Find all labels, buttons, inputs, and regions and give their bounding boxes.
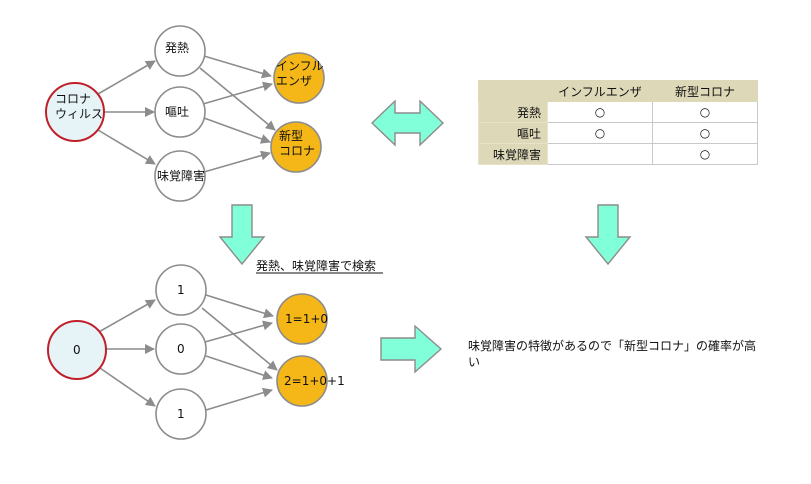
edge-fever-to-influenza — [203, 55, 272, 79]
disease-node-influenza — [273, 52, 325, 104]
matrix-cell — [547, 143, 653, 165]
table-row: 嘔吐 ○ ○ — [478, 122, 758, 144]
symptom-label-fever: 発熱 — [165, 41, 189, 55]
edge-fever-to-covid — [199, 67, 276, 131]
bottom-disease-label-2: 2=1+0+1 — [284, 374, 345, 388]
bottom-disease-label-1: 1=1+0 — [285, 312, 328, 326]
matrix-cell: ○ — [547, 101, 653, 123]
bedge-source-to-s3 — [96, 365, 156, 407]
table-row: 味覚障害 ○ — [478, 143, 758, 165]
bottom-symptom-node-1: 1 — [155, 264, 207, 316]
disease-node-covid — [270, 121, 322, 173]
matrix-row-label: 味覚障害 — [478, 143, 548, 165]
edge-taste-to-covid — [203, 150, 271, 173]
matrix-cell: ○ — [652, 122, 758, 144]
matrix-col-covid: 新型コロナ — [652, 80, 758, 102]
bottom-source-label: 0 — [73, 343, 81, 357]
bedge-s3-to-d2 — [205, 387, 273, 411]
bottom-symptom-node-2: 0 — [155, 323, 207, 375]
matrix-header-row: インフルエンザ 新型コロナ — [478, 80, 758, 102]
symptom-node-taste: 味覚障害 — [154, 150, 206, 202]
matrix-cell: ○ — [652, 101, 758, 123]
bottom-source-node: 0 — [47, 320, 107, 380]
bottom-symptom-label-1: 1 — [177, 283, 185, 297]
bottom-symptom-label-3: 1 — [177, 407, 185, 421]
bedge-s2-to-d2 — [205, 355, 273, 380]
matrix-row-label: 嘔吐 — [478, 122, 548, 144]
bedge-s2-to-d1 — [204, 320, 273, 343]
bottom-symptom-node-3: 1 — [155, 388, 207, 440]
top-source-node — [45, 82, 105, 142]
conclusion-text: 味覚障害の特徴があるので「新型コロナ」の確率が高い — [468, 339, 757, 369]
bedge-s1-to-d2 — [201, 307, 278, 371]
edge-vomit-to-influenza — [202, 81, 273, 105]
symptom-node-fever: 発熱 — [154, 25, 206, 77]
matrix-row-label: 発熱 — [478, 101, 548, 123]
bedge-s1-to-d1 — [205, 294, 274, 319]
disease-label-covid: 新型コロナ — [279, 128, 315, 158]
bottom-symptom-label-2: 0 — [177, 342, 185, 356]
bottom-disease-node-2: 2=1+0+1 — [276, 355, 345, 407]
double-arrow-icon — [370, 99, 445, 147]
symptom-disease-matrix: インフルエンザ 新型コロナ 発熱 ○ ○ 嘔吐 ○ ○ 味覚障害 ○ — [478, 80, 758, 165]
table-row: 発熱 ○ ○ — [478, 101, 758, 123]
bottom-graph-edges — [96, 294, 278, 411]
disease-label-influenza: インフルエンザ — [276, 59, 324, 88]
matrix-cell: ○ — [652, 143, 758, 165]
edge-vomit-to-covid — [203, 117, 271, 144]
right-arrow-icon — [380, 324, 443, 374]
symptom-label-taste: 味覚障害 — [157, 168, 205, 183]
edge-source-to-fever — [97, 60, 156, 95]
symptom-node-vomit: 嘔吐 — [154, 86, 206, 138]
bedge-source-to-s1 — [96, 299, 156, 334]
matrix-cell: ○ — [547, 122, 653, 144]
top-graph-edges — [97, 55, 276, 173]
down-arrow-right-icon — [584, 204, 632, 266]
bottom-disease-node-1: 1=1+0 — [276, 293, 328, 345]
matrix-col-influenza: インフルエンザ — [547, 80, 653, 102]
edge-source-to-taste — [97, 129, 156, 165]
search-caption: 発熱、味覚障害で検索 — [256, 258, 376, 273]
symptom-label-vomit: 嘔吐 — [165, 105, 189, 119]
down-arrow-left-icon — [218, 204, 266, 266]
matrix-corner — [478, 80, 548, 102]
top-source-text: コロナウィルス — [55, 92, 103, 121]
